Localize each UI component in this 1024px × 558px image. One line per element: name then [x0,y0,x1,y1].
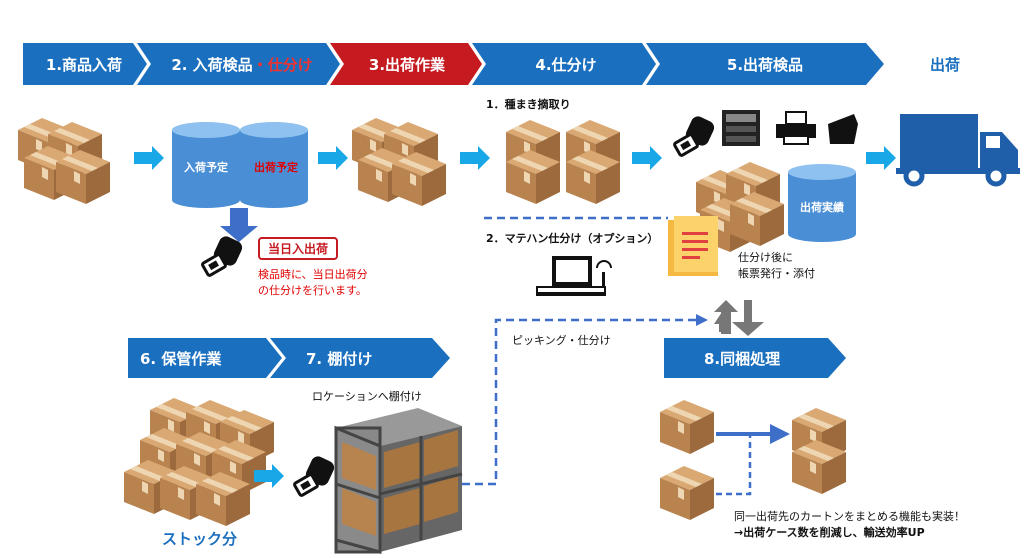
location-label: ロケーションへ棚付け [312,390,422,403]
same-day-badge: 当日入出荷 [258,237,339,260]
multifunction-printer-icon [722,110,760,146]
up-down-arrows [714,300,764,336]
step-8-bundling: 8.同梱処理 [704,350,781,368]
sorting-method-1: 1．種まき摘取り [486,98,571,111]
label-printer-icon [822,108,860,146]
scanner-icon [292,452,338,498]
shipment-record-label: 出荷実績 [800,200,844,214]
storage-banner [128,338,450,378]
sorting-boxes [506,120,620,204]
shipping-plan-database [240,122,308,208]
step-2-inspection: 2. 入荷検品・仕分け [171,55,313,74]
flow-arrow [134,146,164,170]
sorting-method-2: 2．マテハン仕分け（オプション） [486,232,659,245]
bundling-banner [664,338,846,378]
bundled-boxes [792,408,846,494]
same-day-note-1: 検品時に、当日出荷分 [258,268,368,281]
flow-arrow [318,146,348,170]
flow-arrow [460,146,490,170]
bundle-merge-line [716,434,752,496]
printer-icon [776,111,816,145]
picking-label: ピッキング・仕分け [512,334,611,347]
shelf-rack [334,408,463,554]
step-5-shipping-inspection: 5.出荷検品 [726,55,804,74]
inspection-note-1: 仕分け後に [738,251,793,264]
bundle-arrowhead [770,424,790,444]
inspection-note-2: 帳票発行・添付 [738,267,815,280]
bundle-source-boxes [660,400,714,520]
step-1-arrival: 1.商品入荷 [45,55,123,74]
step-7-shelving: 7. 棚付け [306,350,373,368]
picking-arrowhead [696,314,708,326]
down-arrow [220,208,258,242]
process-banner [23,43,884,85]
same-day-note-2: の仕分けを行います。 [258,284,367,297]
step-3-shipping-work: 3.出荷作業 [368,55,446,74]
flow-arrow [866,146,896,170]
step-6-storage: 6. 保管作業 [140,350,222,368]
scanner-icon [672,112,718,158]
document-icon [668,216,718,276]
shipping-boxes [352,118,446,206]
stock-boxes [124,398,274,526]
step-4-sorting: 4.仕分け [535,55,597,74]
truck-icon [896,114,1020,187]
arrival-boxes [18,118,110,204]
shipment-record-database [788,164,856,242]
material-handling-icon [536,256,612,296]
picking-path [462,318,700,486]
arrival-plan-database [172,122,240,208]
arrival-plan-label: 入荷予定 [184,160,228,174]
flow-arrow [632,146,662,170]
step-ship: 出荷 [929,55,960,74]
stock-label: ストック分 [162,530,238,548]
shipping-plan-label: 出荷予定 [254,160,298,174]
bundling-note-2: →出荷ケース数を削減し、輸送効率UP [734,526,925,539]
bundling-note-1: 同一出荷先のカートンをまとめる機能も実装！ [734,510,965,523]
